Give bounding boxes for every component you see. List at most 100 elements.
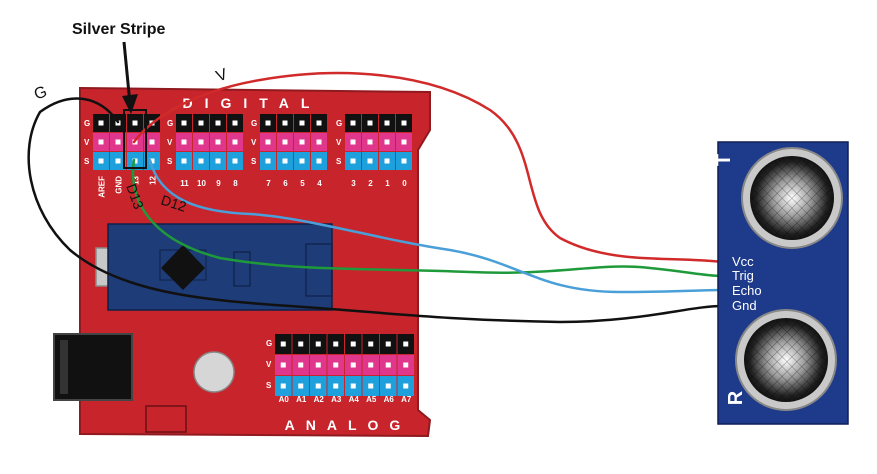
analog-pin-hole [333, 362, 339, 368]
digital-row-label-g: G [84, 119, 90, 128]
analog-pin-hole [368, 383, 374, 389]
sensor-pin-echo: Echo [732, 283, 762, 298]
digital-group3-pin-hole [282, 139, 288, 145]
digital-row3-label-v: V [251, 138, 257, 147]
digital-group3-pin-hole [299, 158, 305, 164]
digital-row2-label-s: S [167, 157, 173, 166]
digital-group3-pin-hole [316, 139, 322, 145]
digital-group1-pin-hole [149, 158, 155, 164]
digital-group4-pin-hole [401, 120, 407, 126]
digital-group2-pin-label: 10 [197, 179, 206, 188]
digital-group2-pin-hole [198, 158, 204, 164]
digital-group4-pin-hole [367, 158, 373, 164]
digital-group1-pin-hole [132, 120, 138, 126]
wires [27, 71, 724, 324]
analog-pin-hole [368, 362, 374, 368]
analog-pin-label: A7 [401, 395, 412, 404]
digital-group4-pin-hole [367, 139, 373, 145]
digital-group1-pin-label: 13 [132, 175, 141, 184]
silver-stripe-arrow [122, 41, 132, 105]
ultrasonic-sensor: T R Vcc Trig Echo Gnd [713, 141, 849, 425]
digital-group4-pin-hole [350, 158, 356, 164]
digital-group2-pin-hole [181, 139, 187, 145]
digital-group1-pin-hole [149, 139, 155, 145]
analog-pin-hole [280, 383, 286, 389]
silver-stripe-label: Silver Stripe [72, 21, 165, 38]
sensor-bottom-label: R [725, 390, 747, 405]
digital-group4-pin-hole [384, 158, 390, 164]
digital-row-label-v: V [84, 138, 90, 147]
digital-row3-label-g: G [251, 119, 257, 128]
voltage-annotation: V [214, 66, 230, 86]
digital-group3-pin-hole [299, 139, 305, 145]
digital-group4-pin-label: 0 [402, 179, 407, 188]
annotations: Silver Stripe G V D13 D12 [32, 21, 230, 215]
digital-group4-pin-label: 2 [368, 179, 373, 188]
digital-group2-pin-hole [215, 120, 221, 126]
digital-group2-pin-hole [198, 120, 204, 126]
digital-group1-pin-hole [98, 158, 104, 164]
digital-group4-pin-hole [401, 139, 407, 145]
digital-group1-pin-hole [98, 120, 104, 126]
analog-pin-label: A6 [384, 395, 395, 404]
digital-group2-pin-hole [198, 139, 204, 145]
digital-group2-pin-hole [215, 139, 221, 145]
analog-pin-hole [333, 383, 339, 389]
analog-pin-hole [403, 383, 409, 389]
digital-group2-pin-label: 8 [233, 179, 238, 188]
digital-group2-pin-label: 9 [216, 179, 221, 188]
analog-pin-hole [298, 362, 304, 368]
analog-pin-label: A5 [366, 395, 377, 404]
digital-group4-pin-hole [401, 158, 407, 164]
analog-pin-hole [385, 362, 391, 368]
digital-group3-pin-label: 5 [300, 179, 305, 188]
digital-group4-pin-hole [384, 120, 390, 126]
digital-group2-pin-hole [232, 139, 238, 145]
analog-pin-hole [403, 362, 409, 368]
analog-pin-hole [298, 383, 304, 389]
digital-group2-pin-hole [181, 158, 187, 164]
wire-echo [148, 158, 724, 294]
analog-pin-hole [350, 362, 356, 368]
analog-pin-hole [315, 341, 321, 347]
digital-group3-pin-hole [299, 120, 305, 126]
wire-vcc [132, 71, 724, 264]
analog-row-label-v: V [266, 360, 272, 369]
sensor-pin-gnd: Gnd [732, 298, 757, 313]
digital-row-label-s: S [84, 157, 90, 166]
analog-pin-label: A2 [314, 395, 325, 404]
analog-pin-hole [385, 341, 391, 347]
d12-annotation: D12 [159, 192, 189, 215]
digital-group1-pin-label: 12 [149, 175, 158, 184]
digital-group3-pin-hole [265, 139, 271, 145]
digital-group4-pin-hole [350, 120, 356, 126]
analog-pin-hole [280, 341, 286, 347]
digital-group4-pin-label: 3 [351, 179, 356, 188]
analog-label: ANALOG [285, 417, 412, 433]
silver-stripe-highlight [123, 109, 147, 169]
analog-pin-hole [333, 341, 339, 347]
chip-diamond [161, 245, 205, 290]
digital-group3-pin-hole [316, 120, 322, 126]
digital-row4-label-v: V [336, 138, 342, 147]
analog-pin-hole [280, 362, 286, 368]
analog-pin-hole [315, 383, 321, 389]
sensor-shield-board: DIGITAL ANALOG G V S G V S G V S G V S G… [53, 86, 432, 438]
digital-group3-pin-hole [265, 120, 271, 126]
sensor-top-label: T [713, 154, 735, 166]
digital-group4-pin-hole [350, 139, 356, 145]
digital-group2-pin-hole [232, 158, 238, 164]
wire-gnd [27, 97, 724, 324]
digital-group3-pin-label: 7 [266, 179, 271, 188]
digital-group1-pin-label: AREF [98, 176, 107, 198]
analog-pin-hole [350, 383, 356, 389]
analog-pin-label: A3 [331, 395, 342, 404]
reset-button [193, 351, 235, 393]
analog-pin-label: A0 [279, 395, 290, 404]
digital-group1-pin-hole [98, 139, 104, 145]
digital-group3-pin-label: 4 [317, 179, 322, 188]
analog-pin-hole [315, 362, 321, 368]
digital-group1-pin-hole [115, 158, 121, 164]
digital-group4-pin-label: 1 [385, 179, 390, 188]
